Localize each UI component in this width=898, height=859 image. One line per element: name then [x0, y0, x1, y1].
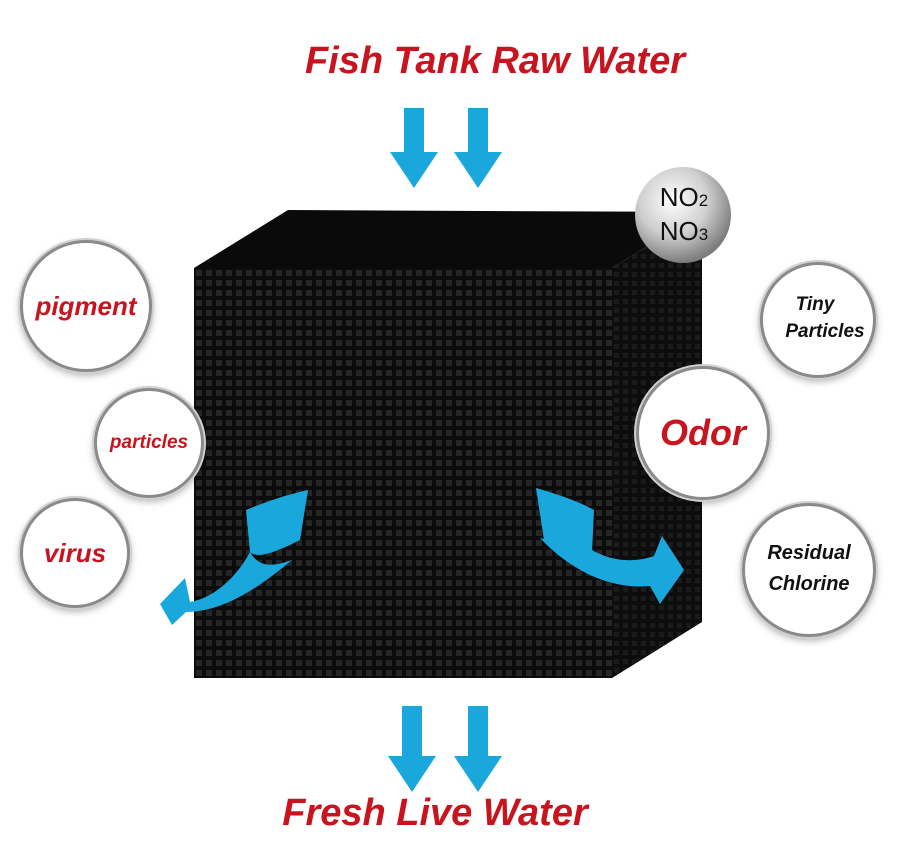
bubble-virus: virus	[20, 498, 130, 608]
bubble-residual-chlorine: Residual Chlorine	[742, 503, 876, 637]
bubble-pigment: pigment	[20, 240, 152, 372]
inflow-arrow-left	[390, 108, 438, 188]
carbon-cube	[194, 210, 702, 678]
inflow-arrows	[390, 108, 502, 188]
cube-front-face	[194, 268, 612, 678]
outflow-arrows	[388, 706, 502, 792]
title-fresh-live-water: Fresh Live Water	[282, 792, 588, 834]
inflow-arrow-right	[454, 108, 502, 188]
flow-arrow-left-curve	[160, 552, 292, 625]
bubble-particles: particles	[94, 388, 204, 498]
no2-label: NO2	[659, 182, 709, 212]
pigment-label: pigment	[35, 290, 137, 321]
odor-label: Odor	[660, 412, 746, 453]
nitrate-sphere	[635, 167, 731, 263]
no3-label-subscript: 3	[698, 225, 709, 244]
flow-arrow-right-curve	[540, 536, 684, 604]
title-fish-tank-raw-water: Fish Tank Raw Water	[304, 40, 686, 82]
flow-arrows	[160, 488, 684, 625]
outflow-arrow-right	[454, 706, 502, 792]
virus-label: virus	[43, 537, 107, 568]
no3-label: NO3	[659, 216, 709, 246]
bubble-odor: Odor	[636, 366, 770, 500]
tiny-label: Tiny	[795, 294, 835, 315]
flow-arrow-left	[246, 490, 308, 555]
outflow-arrow-left	[388, 706, 436, 792]
residual-label: Residual	[767, 542, 851, 564]
bubble-tiny-particles: Tiny Particles	[760, 262, 876, 378]
chlorine-label: Chlorine	[768, 573, 850, 595]
no2-label-subscript: 2	[698, 191, 709, 210]
nitrate-label: NO2 NO3	[648, 182, 720, 250]
particles-right-label: Particles	[785, 321, 865, 342]
flow-arrow-right	[536, 488, 594, 556]
cube-top-face	[194, 210, 702, 268]
particles-label: particles	[109, 432, 189, 453]
